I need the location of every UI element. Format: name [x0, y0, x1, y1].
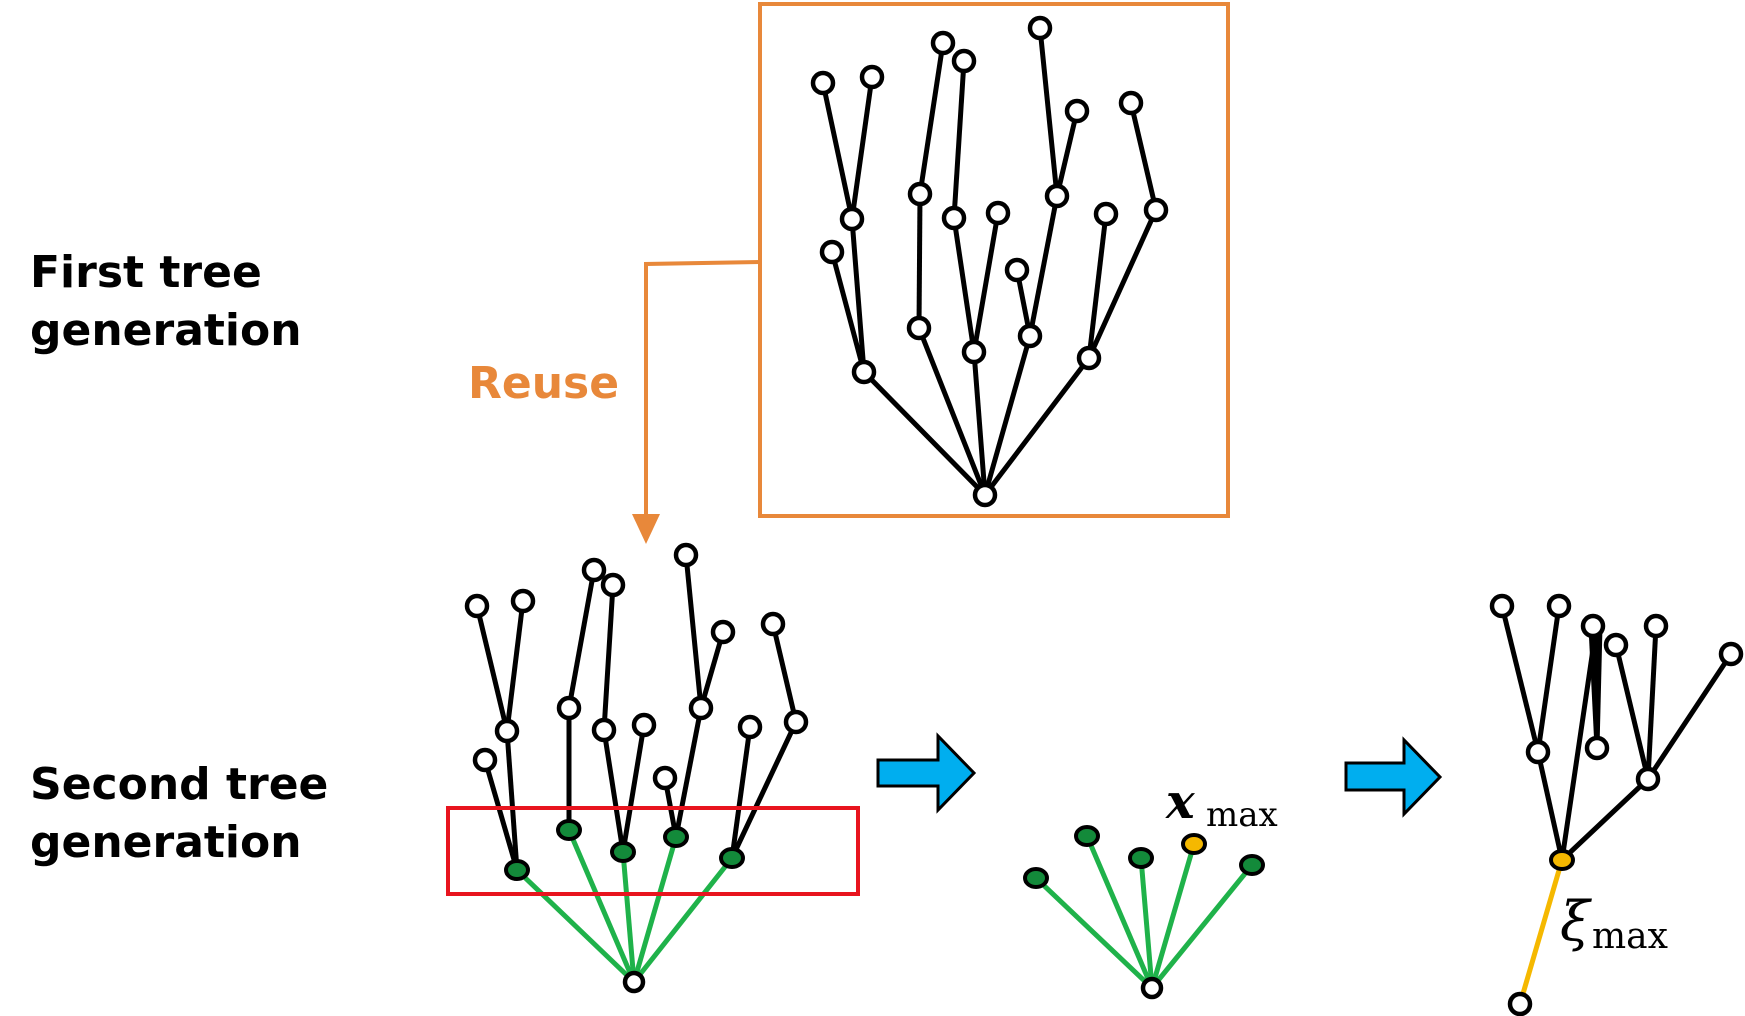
- x-max-symbol: x: [1165, 774, 1196, 830]
- second-tree-generation-label: Second tree generation: [30, 756, 328, 872]
- second-tree-label-line2: generation: [30, 817, 302, 868]
- blue-arrow-2: [1344, 736, 1443, 818]
- reuse-label: Reuse: [468, 358, 620, 409]
- selection-rectangle: [446, 806, 860, 896]
- result-tree-edges: [1499, 605, 1734, 862]
- first-tree-label-line1: First tree: [30, 247, 262, 298]
- selected-children-nodes: [1023, 825, 1265, 889]
- reuse-connector: [644, 260, 761, 522]
- second-tree-green-nodes: [504, 819, 745, 881]
- first-tree-generation-label: First tree generation: [30, 244, 302, 360]
- xi-max-edge: [1517, 859, 1565, 1005]
- second-tree-white-nodes: [464, 542, 809, 994]
- reuse-arrowhead: [632, 514, 660, 544]
- xi-max-subscript: max: [1592, 916, 1668, 957]
- first-tree: [820, 27, 1159, 497]
- second-tree-label-line1: Second tree: [30, 759, 329, 810]
- blue-arrow-1: [876, 732, 977, 814]
- x-max-node: [1181, 833, 1207, 855]
- x-max-subscript: max: [1206, 795, 1278, 835]
- first-tree-nodes: [810, 15, 1169, 508]
- second-tree-black-edges: [474, 554, 799, 871]
- result-tree-white-nodes: [1489, 593, 1744, 1016]
- selected-root-node: [1140, 976, 1164, 1000]
- xi-max-node: [1549, 849, 1575, 871]
- second-tree-green-edges: [515, 829, 734, 984]
- selected-children-edges: [1034, 835, 1254, 990]
- first-tree-label-line2: generation: [30, 305, 302, 356]
- xi-max-symbol: ξ: [1560, 890, 1592, 953]
- reuse-frame: [758, 2, 1230, 518]
